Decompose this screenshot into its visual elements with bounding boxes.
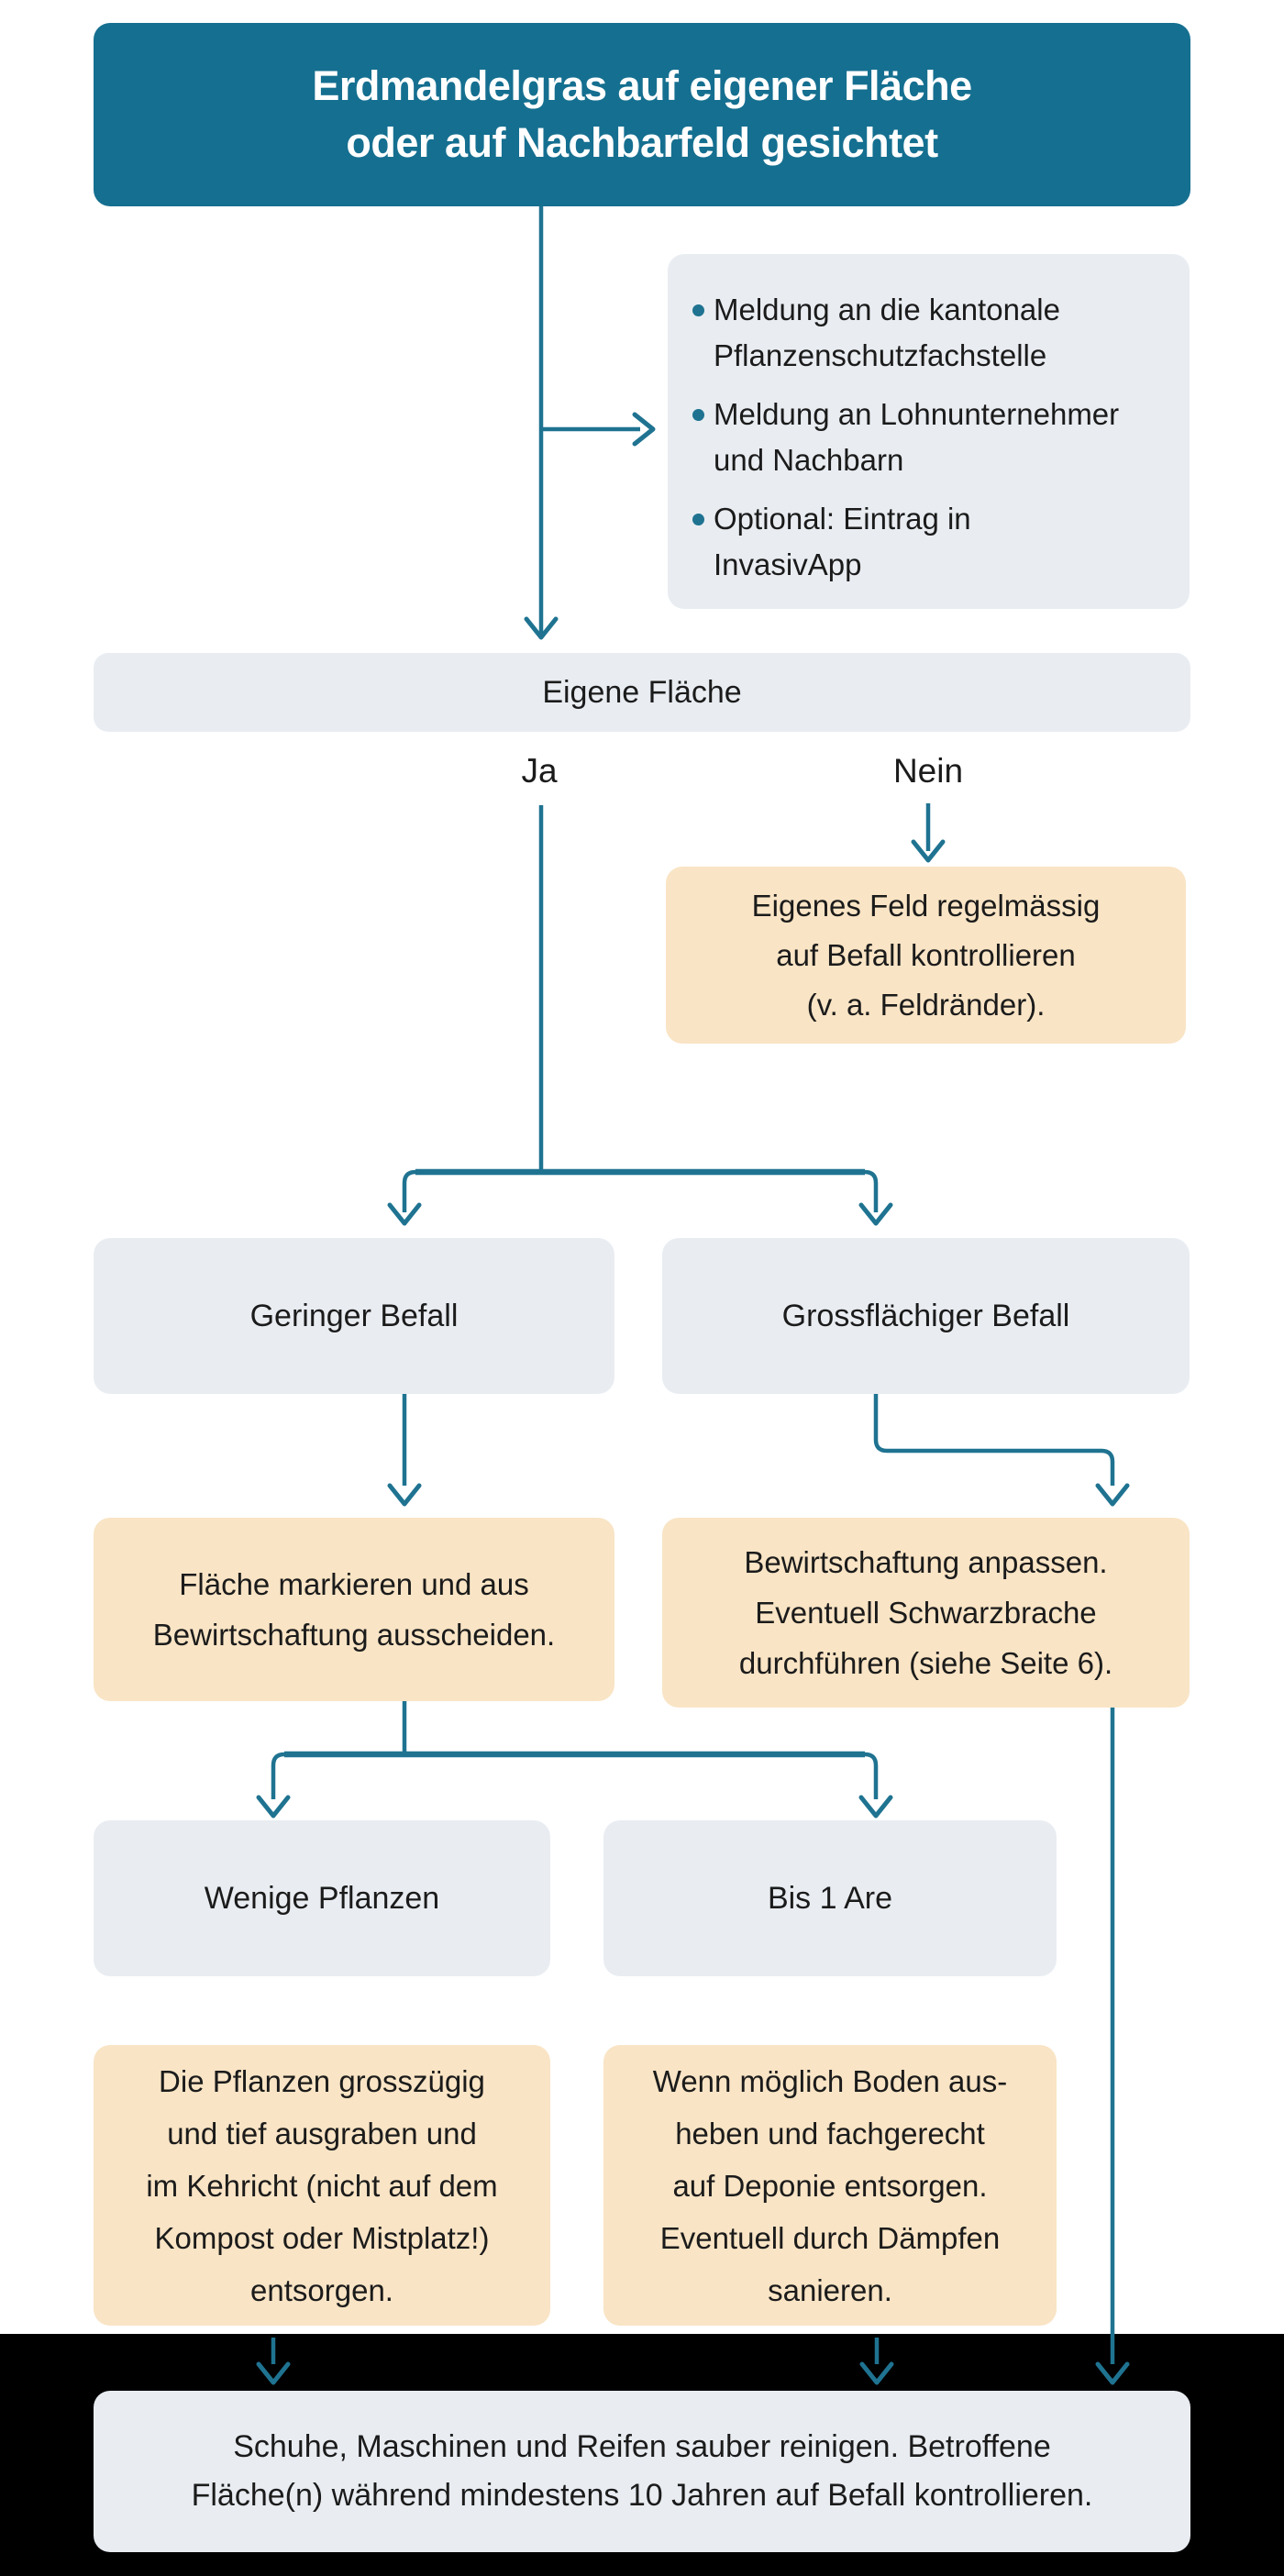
bullet-icon <box>692 409 704 421</box>
branch-label-no: Nein <box>892 752 964 790</box>
major-infestation-label: Grossflächiger Befall <box>781 1298 1070 1333</box>
report-item-label: Meldung an Lohnunternehmer und Nachbarn <box>714 397 1120 477</box>
list-item: Meldung an Lohnunternehmer und Nachbarn <box>692 392 1119 483</box>
bullet-icon <box>692 514 704 525</box>
arrow-dig-to-clean <box>256 2338 291 2385</box>
node-report-list: Meldung an die kantonale Pflanzenschutzf… <box>668 254 1190 609</box>
dig-out-plants-label: Die Pflanzen grosszügig und tief ausgrab… <box>146 2063 498 2307</box>
node-few-plants: Wenige Pflanzen <box>94 1820 550 1976</box>
node-dig-out-plants: Die Pflanzen grosszügig und tief ausgrab… <box>94 2045 550 2326</box>
adapt-management-label: Bewirtschaftung anpassen. Eventuell Schw… <box>738 1545 1113 1680</box>
arrow-yes-split <box>387 805 893 1226</box>
report-item-label: Optional: Eintrag in InvasivApp <box>714 502 971 581</box>
monitor-field-label: Eigenes Feld regelmässig auf Befall kont… <box>751 888 1101 1022</box>
bullet-icon <box>692 304 704 316</box>
arrow-major-to-adapt <box>873 1394 1130 1507</box>
start-title: Erdmandelgras auf eigener Fläche oder au… <box>312 62 972 166</box>
arrow-no-to-monitor <box>911 803 946 863</box>
node-own-field: Eigene Fläche <box>94 653 1190 732</box>
arrow-mark-split <box>256 1701 893 1819</box>
arrow-to-report-list <box>539 412 656 447</box>
own-field-label: Eigene Fläche <box>542 674 742 710</box>
excavate-soil-label: Wenn möglich Boden aus- heben und fachge… <box>652 2063 1008 2307</box>
arrow-start-to-own-field <box>524 206 559 640</box>
list-item: Optional: Eintrag in InvasivApp <box>692 496 971 588</box>
node-adapt-management: Bewirtschaftung anpassen. Eventuell Schw… <box>662 1518 1190 1708</box>
node-up-to-one-are: Bis 1 Are <box>603 1820 1057 1976</box>
arrow-adapt-to-clean <box>1095 1708 1130 2385</box>
clean-equipment-label: Schuhe, Maschinen und Reifen sauber rein… <box>191 2429 1093 2513</box>
node-minor-infestation: Geringer Befall <box>94 1238 614 1394</box>
minor-infestation-label: Geringer Befall <box>249 1298 459 1333</box>
node-mark-area: Fläche markieren und aus Bewirtschaftung… <box>94 1518 614 1701</box>
node-monitor-field: Eigenes Feld regelmässig auf Befall kont… <box>666 867 1186 1044</box>
node-major-infestation: Grossflächiger Befall <box>662 1238 1190 1394</box>
branch-label-yes: Ja <box>521 752 558 790</box>
node-excavate-soil: Wenn möglich Boden aus- heben und fachge… <box>603 2045 1057 2326</box>
mark-area-label: Fläche markieren und aus Bewirtschaftung… <box>152 1567 556 1652</box>
report-item-label: Meldung an die kantonale Pflanzenschutzf… <box>714 293 1060 372</box>
up-to-one-are-label: Bis 1 Are <box>767 1880 893 1916</box>
arrow-excavate-to-clean <box>859 2338 894 2385</box>
few-plants-label: Wenige Pflanzen <box>204 1880 440 1916</box>
arrow-minor-to-mark <box>387 1394 422 1507</box>
list-item: Meldung an die kantonale Pflanzenschutzf… <box>692 287 1060 379</box>
node-clean-equipment: Schuhe, Maschinen und Reifen sauber rein… <box>94 2391 1190 2552</box>
node-start-sighting: Erdmandelgras auf eigener Fläche oder au… <box>94 23 1190 206</box>
